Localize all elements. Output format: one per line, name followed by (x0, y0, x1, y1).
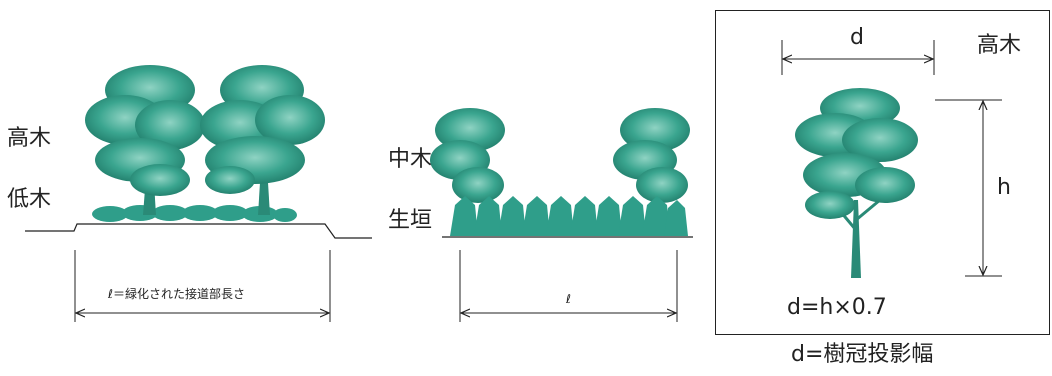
label-tall-tree: 高木 (7, 126, 52, 151)
label-h: h (997, 175, 1011, 200)
label-tall-tree-3: 高木 (977, 33, 1022, 58)
panel3-frame (715, 10, 1050, 335)
panel2-illustration (430, 108, 693, 322)
single-tall-tree (795, 88, 918, 278)
label-low-shrub: 低木 (7, 187, 52, 212)
caption-crown-width: d=樹冠投影幅 (791, 342, 934, 367)
hedge-row (450, 196, 688, 236)
panel3-illustration (781, 40, 1002, 278)
mid-tree-left (430, 108, 505, 203)
mid-tree-right (613, 108, 690, 203)
panel1-illustration (25, 65, 372, 322)
tall-tree-2 (200, 65, 325, 215)
ground-line-1 (25, 223, 372, 239)
label-greened-length: ℓ＝緑化された接道部長さ (108, 287, 245, 301)
label-hedge: 生垣 (388, 208, 433, 233)
formula-d-h: d=h×0.7 (787, 295, 887, 320)
label-length-l: ℓ (566, 292, 571, 306)
label-d: d (850, 25, 864, 50)
label-mid-tree: 中木 (388, 147, 433, 172)
tall-tree-1 (85, 65, 205, 215)
